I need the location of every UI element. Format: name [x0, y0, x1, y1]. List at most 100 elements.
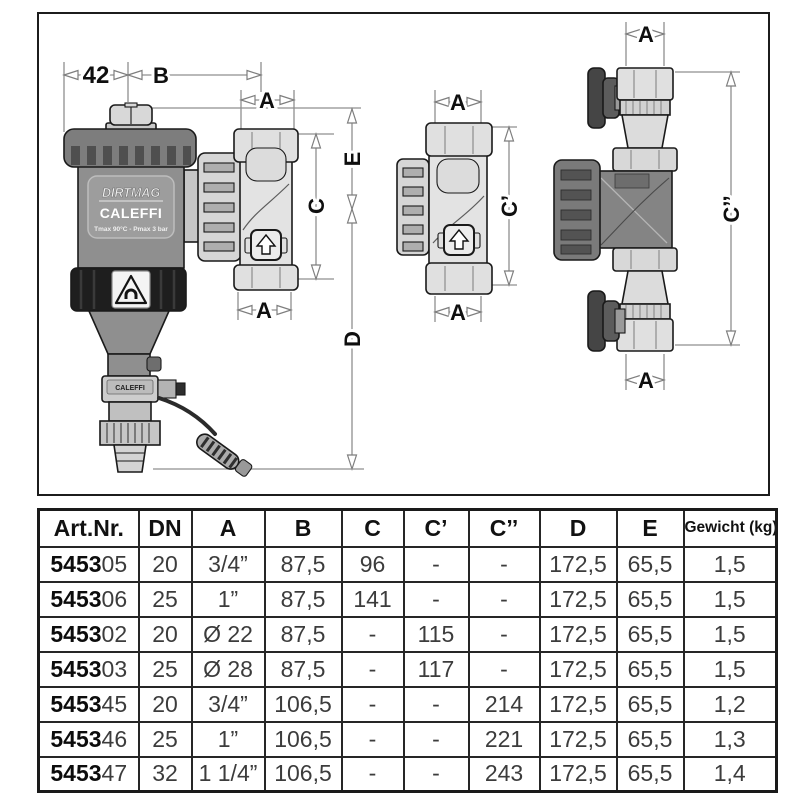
cell-art-nr: 545306 — [37, 580, 140, 618]
art-prefix: 5453 — [50, 760, 102, 787]
cell-b: 87,5 — [263, 615, 343, 653]
cell-c: 96 — [340, 545, 405, 583]
dim-label-42: 42 — [83, 62, 110, 89]
cell-art-nr: 545302 — [37, 615, 140, 653]
cell-dn: 25 — [137, 580, 193, 618]
cell-c-prime: 117 — [402, 650, 470, 688]
dim-label-d: D — [340, 331, 365, 347]
technical-drawing-panel: DIRTMAG CALEFFI Tmax 90°C - Pmax 3 bar — [37, 12, 770, 496]
col-header-c-prime: C’ — [402, 508, 470, 548]
cell-c-double-prime: - — [467, 615, 541, 653]
dimension-lines-left — [62, 62, 364, 471]
cell-b: 87,5 — [263, 545, 343, 583]
cell-gewicht: 1,2 — [682, 685, 778, 723]
cell-e: 65,5 — [615, 545, 685, 583]
cell-c-prime: 115 — [402, 615, 470, 653]
art-prefix: 5453 — [50, 585, 102, 612]
cell-gewicht: 1,5 — [682, 615, 778, 653]
cell-b: 106,5 — [263, 720, 343, 758]
tee-fitting — [233, 128, 299, 291]
cell-dn: 25 — [137, 650, 193, 688]
brand-label: DIRTMAG CALEFFI Tmax 90°C - Pmax 3 bar — [87, 175, 175, 239]
art-suffix: 46 — [101, 725, 128, 752]
cell-d: 172,5 — [538, 720, 618, 758]
cell-a: Ø 22 — [190, 615, 266, 653]
cell-d: 172,5 — [538, 615, 618, 653]
dim-label-a-bottom-right: A — [638, 368, 654, 393]
valve-assembly-view: A C’’ A — [553, 19, 747, 396]
cell-art-nr: 545305 — [37, 545, 140, 583]
cell-c-double-prime: - — [467, 580, 541, 618]
cell-c-double-prime: - — [467, 545, 541, 583]
cell-c: - — [340, 615, 405, 653]
tee-body-middle — [425, 122, 493, 295]
cell-c-double-prime: 221 — [467, 720, 541, 758]
union-nut-bottom-right — [612, 247, 678, 272]
union-nut — [183, 152, 242, 262]
col-header-art-nr: Art.Nr. — [37, 508, 140, 548]
cell-c: - — [340, 755, 405, 793]
art-suffix: 05 — [101, 550, 128, 577]
cell-art-nr: 545347 — [37, 755, 140, 793]
cell-b: 87,5 — [263, 650, 343, 688]
cell-e: 65,5 — [615, 720, 685, 758]
cell-c-prime: - — [402, 580, 470, 618]
art-suffix: 03 — [101, 655, 128, 682]
cell-e: 65,5 — [615, 755, 685, 793]
cell-e: 65,5 — [615, 580, 685, 618]
dim-label-a-bottom-middle: A — [450, 300, 466, 325]
table-row: 545305 20 3/4” 87,5 96 - - 172,5 65,5 1,… — [37, 545, 778, 583]
cell-c-double-prime: 243 — [467, 755, 541, 793]
cell-gewicht: 1,3 — [682, 720, 778, 758]
art-prefix: 5453 — [50, 725, 102, 752]
ball-valve-top — [587, 67, 674, 149]
cell-b: 106,5 — [263, 755, 343, 793]
dim-label-c-prime: C’ — [497, 195, 522, 217]
magnet-warning-icon — [111, 270, 151, 309]
cell-c-prime: - — [402, 685, 470, 723]
art-prefix: 5453 — [50, 620, 102, 647]
art-suffix: 45 — [101, 690, 128, 717]
ball-valve-bottom — [587, 270, 674, 352]
dim-label-e: E — [340, 152, 365, 167]
table-row: 545345 20 3/4” 106,5 - - 214 172,5 65,5 … — [37, 685, 778, 723]
cell-c: - — [340, 685, 405, 723]
spec-table: Art.Nr. DN A B C C’ C’’ D E Gewicht (kg)… — [37, 508, 778, 793]
dim-label-c: C — [304, 198, 329, 214]
table-row: 545306 25 1” 87,5 141 - - 172,5 65,5 1,5 — [37, 580, 778, 618]
cell-c-double-prime: 214 — [467, 685, 541, 723]
col-header-dn: DN — [137, 508, 193, 548]
cell-a: 3/4” — [190, 545, 266, 583]
drain-caleffi-label: CALEFFI — [115, 385, 145, 392]
dim-label-a-top-middle: A — [450, 90, 466, 115]
cell-art-nr: 545303 — [37, 650, 140, 688]
art-prefix: 5453 — [50, 690, 102, 717]
cell-gewicht: 1,5 — [682, 545, 778, 583]
cell-d: 172,5 — [538, 755, 618, 793]
cell-c-prime: - — [402, 545, 470, 583]
drain-assembly: CALEFFI — [87, 310, 253, 477]
cell-a: 1” — [190, 720, 266, 758]
cell-art-nr: 545346 — [37, 720, 140, 758]
art-prefix: 5453 — [50, 655, 102, 682]
cell-c-prime: - — [402, 755, 470, 793]
cell-gewicht: 1,5 — [682, 650, 778, 688]
col-header-b: B — [263, 508, 343, 548]
art-prefix: 5453 — [50, 550, 102, 577]
flow-arrow-icon — [244, 229, 288, 261]
cell-d: 172,5 — [538, 580, 618, 618]
cell-gewicht: 1,4 — [682, 755, 778, 793]
brand-spec-line: Tmax 90°C - Pmax 3 bar — [94, 225, 168, 233]
union-nut-middle — [396, 158, 430, 256]
header-row: Art.Nr. DN A B C C’ C’’ D E Gewicht (kg) — [37, 508, 778, 548]
col-header-c: C — [340, 508, 405, 548]
table-row: 545346 25 1” 106,5 - - 221 172,5 65,5 1,… — [37, 720, 778, 758]
brand-caleffi: CALEFFI — [100, 205, 163, 221]
cell-a: 3/4” — [190, 685, 266, 723]
cell-a: 1 1/4” — [190, 755, 266, 793]
cell-d: 172,5 — [538, 685, 618, 723]
top-cap — [63, 128, 197, 168]
cell-dn: 20 — [137, 615, 193, 653]
cell-c-double-prime: - — [467, 650, 541, 688]
cell-b: 87,5 — [263, 580, 343, 618]
